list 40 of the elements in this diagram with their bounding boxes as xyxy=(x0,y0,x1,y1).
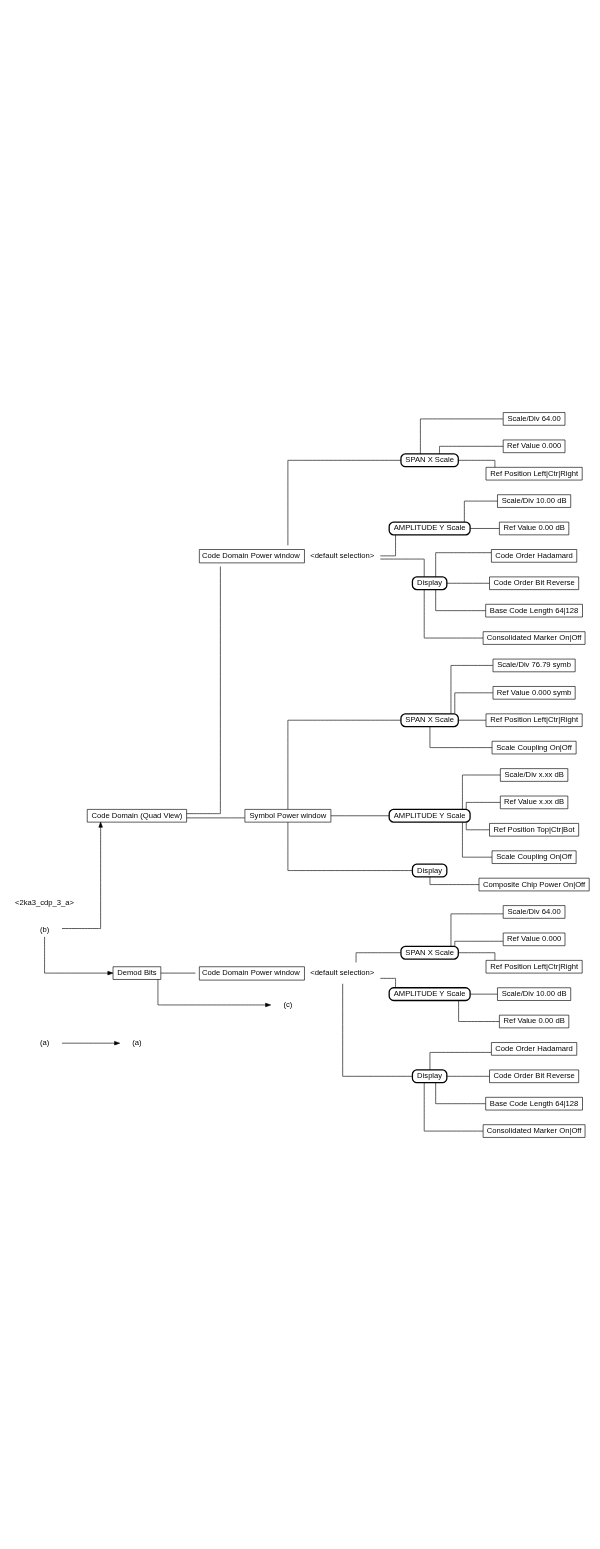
arrow xyxy=(157,978,271,1007)
arrow xyxy=(44,936,114,975)
connector xyxy=(458,459,496,468)
connector xyxy=(429,726,493,748)
connector xyxy=(287,459,402,546)
connector xyxy=(330,814,390,816)
connector xyxy=(429,1051,492,1070)
connector xyxy=(435,1082,486,1104)
connector xyxy=(380,977,396,988)
connector xyxy=(287,821,413,871)
connector xyxy=(342,982,413,1077)
connector xyxy=(429,876,480,885)
connector xyxy=(465,801,501,810)
arrow xyxy=(61,1040,120,1045)
connector xyxy=(435,551,492,577)
connector xyxy=(470,527,500,529)
connector xyxy=(462,774,501,810)
connector xyxy=(450,664,494,714)
connector xyxy=(465,821,490,830)
connector xyxy=(439,445,504,454)
connector xyxy=(420,418,504,454)
connector xyxy=(380,558,425,577)
connector xyxy=(355,951,402,963)
connector xyxy=(435,589,486,611)
arrow xyxy=(61,821,103,929)
connector xyxy=(464,500,498,522)
connector xyxy=(454,692,494,714)
connector xyxy=(454,940,504,946)
connector xyxy=(423,1082,484,1131)
connector xyxy=(423,588,484,638)
connector xyxy=(462,821,493,857)
connector xyxy=(450,913,504,947)
connector xyxy=(458,719,487,721)
connector xyxy=(446,582,490,584)
connector xyxy=(446,1075,490,1077)
connector xyxy=(458,951,496,961)
connector xyxy=(380,534,396,556)
connector xyxy=(287,719,402,810)
connector xyxy=(458,999,500,1022)
connector xyxy=(470,993,498,994)
